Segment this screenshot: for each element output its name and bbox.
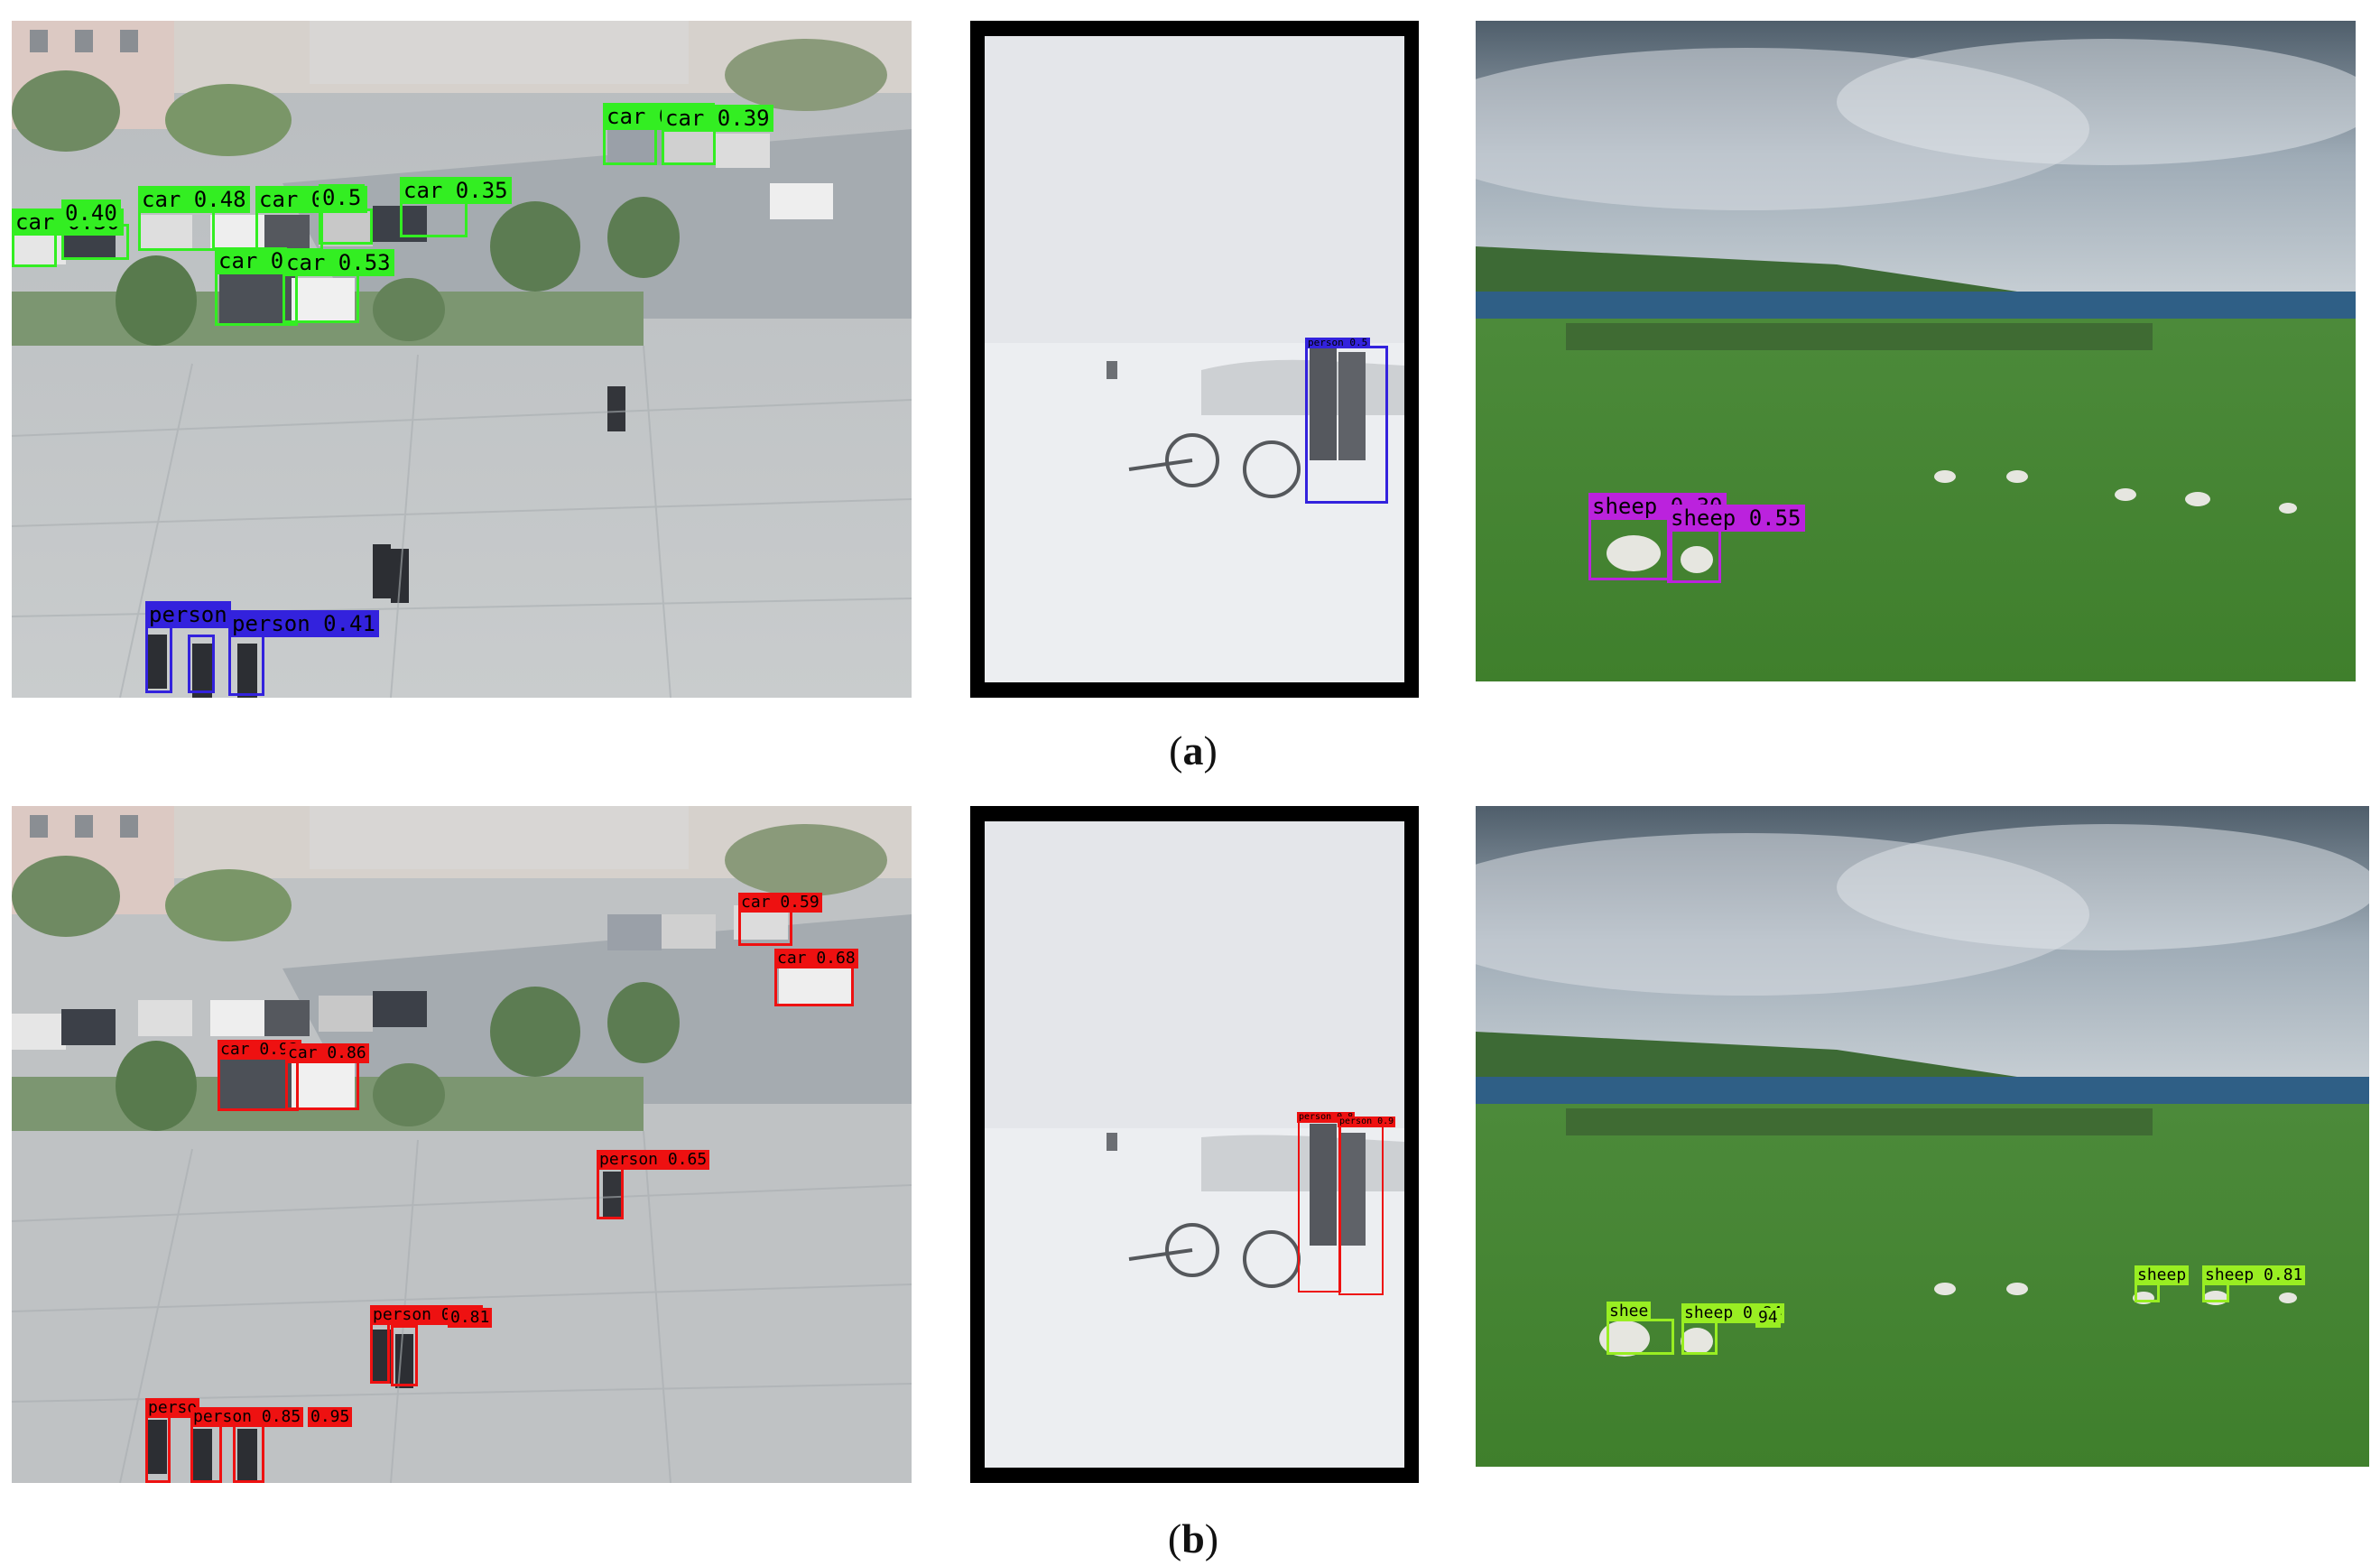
detection-box: sheep 0.55 — [1667, 505, 1805, 583]
detection-box: shee — [1607, 1302, 1674, 1355]
detection-label: car 0.35 — [400, 177, 512, 204]
detection-box: 94 — [1755, 1308, 1792, 1352]
detection-box: person 0.8 — [1297, 1112, 1356, 1293]
detection-box: sheep — [2135, 1265, 2190, 1302]
detection-box: car 0.86 — [285, 1043, 369, 1110]
detection-label: car 0.92 — [218, 1040, 301, 1060]
detection-box: car 0.59 — [738, 893, 822, 946]
detection-label: 0.5 — [319, 184, 366, 211]
detection-box: person 0.65 — [597, 1150, 710, 1219]
field-photo — [1476, 806, 2369, 1467]
detection-label: 0.95 — [308, 1407, 353, 1427]
detection-box: sheep 0.84 — [1681, 1303, 1785, 1355]
detection-box: car 0.35 — [400, 177, 512, 237]
detection-box: car 0.53 — [282, 249, 394, 323]
detection-label: sheep 0.81 — [2202, 1265, 2306, 1285]
snow-scene-photo — [985, 821, 1404, 1468]
detection-box: 0.95 — [233, 1407, 353, 1483]
detection-label: car 0.68 — [774, 949, 858, 968]
detection-box: person — [145, 601, 231, 693]
detection-box: person 0.85 — [190, 1407, 304, 1483]
panel-b-parking-lot: car 0.59 car 0.68 car 0.92 car 0.86 pers… — [12, 806, 912, 1483]
detection-label: shee — [1607, 1302, 1652, 1321]
detection-label: car 0.86 — [285, 1043, 369, 1063]
parking-lot-photo — [12, 21, 912, 698]
panel-b-field: shee sheep 0.84 94 sheep sheep 0.81 — [1476, 806, 2369, 1467]
panel-a-snow-scene: person 0.5 — [985, 36, 1404, 682]
detection-label: car 0.59 — [738, 893, 822, 913]
detection-box: car 0.41 — [255, 186, 367, 251]
detection-box: person 0.9 — [1338, 1117, 1396, 1295]
detection-box: car 0.92 — [218, 1040, 301, 1111]
parking-lot-photo — [12, 806, 912, 1483]
detection-label: person 0.41 — [228, 610, 379, 637]
detection-box: car 0.40 — [603, 103, 715, 165]
detection-label: person 0.5 — [1305, 338, 1371, 348]
detection-label: car 0.39 — [662, 105, 773, 132]
detection-box — [188, 635, 215, 693]
panel-a-parking-lot: car 0.40 car 0.39 car 0.30 0.40 car 0.48… — [12, 21, 912, 698]
detection-box: car 0.48 — [138, 186, 250, 251]
detection-box: sheep 0.30 — [1588, 493, 1727, 580]
detection-box: car 0.39 — [662, 105, 773, 165]
detection-label: person 0.85 — [190, 1407, 304, 1427]
snow-scene-photo — [985, 36, 1404, 682]
panel-a-field: sheep 0.30 sheep 0.55 — [1476, 21, 2356, 681]
detection-label: person — [145, 601, 231, 628]
detection-box: person 0.74 — [370, 1305, 484, 1384]
caption-b: (b) — [1167, 1515, 1219, 1561]
detection-label: person 0.65 — [597, 1150, 710, 1170]
detection-box: car 0 — [215, 247, 298, 326]
detection-label: car 0.48 — [138, 186, 250, 213]
detection-label: perso — [145, 1398, 200, 1418]
detection-box: 0.81 — [391, 1308, 493, 1386]
caption-a: (a) — [1169, 727, 1218, 774]
detection-label: sheep 0.55 — [1667, 505, 1805, 532]
detection-label: 94 — [1755, 1308, 1781, 1328]
detection-label: 0.81 — [448, 1308, 493, 1328]
field-photo — [1476, 21, 2356, 681]
detection-label: sheep — [2135, 1265, 2190, 1285]
detection-box: person 0.41 — [228, 610, 379, 696]
detection-label: car 0.53 — [282, 249, 394, 276]
panel-b-snow-scene: person 0.8 person 0.9 — [985, 821, 1404, 1468]
detection-label: 0.40 — [61, 199, 121, 227]
detection-box: car 0.30 — [12, 208, 124, 267]
detection-box: perso — [145, 1398, 200, 1483]
detection-label: person 0.9 — [1338, 1117, 1396, 1127]
detection-box: 0.40 — [61, 199, 129, 260]
detection-box: sheep 0.81 — [2202, 1265, 2306, 1302]
detection-label: car 0 — [215, 247, 288, 274]
detection-box: car 0.68 — [774, 949, 858, 1006]
detection-box: 0.5 — [319, 184, 373, 245]
detection-box: person 0.5 — [1305, 338, 1388, 504]
